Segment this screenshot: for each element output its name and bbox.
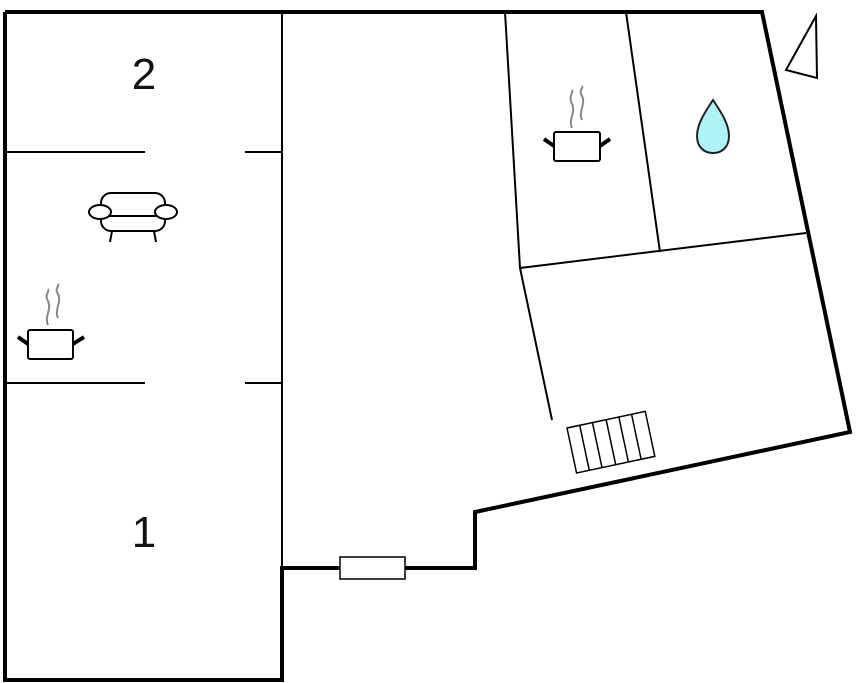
sofa-icon: [88, 192, 178, 243]
kitchen-pot-icon: [542, 85, 612, 162]
room-label-2: 2: [131, 50, 157, 99]
kitchen-pot-icon-left: [16, 283, 86, 360]
stairs-icon: [566, 410, 656, 474]
water-drop-icon: [695, 98, 731, 155]
room-label-1: 1: [131, 508, 157, 557]
compass-icon: [784, 12, 819, 80]
window-icon: [339, 556, 406, 580]
outer-walls: [3, 10, 853, 682]
inner-walls: [5, 11, 807, 568]
